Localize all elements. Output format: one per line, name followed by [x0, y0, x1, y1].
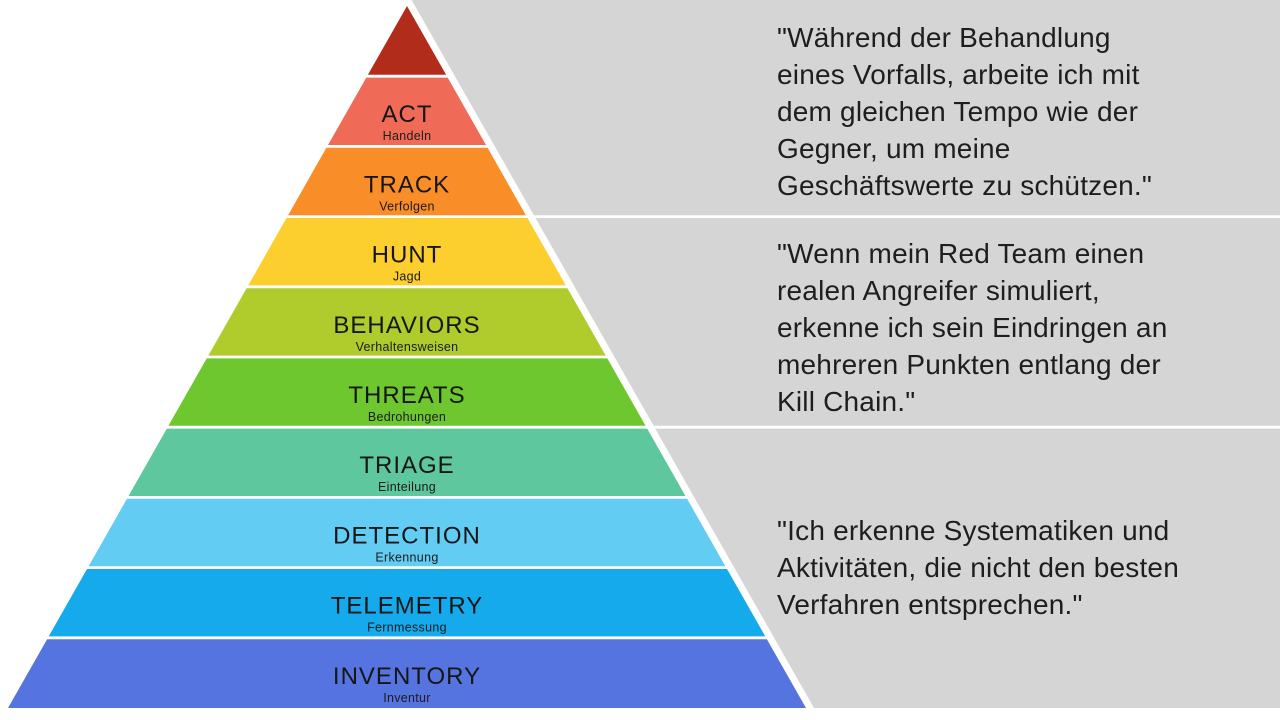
pyramid-label-triage: TRIAGE	[359, 452, 454, 479]
pyramid-label-threats: THREATS	[348, 382, 465, 409]
pyramid-sublabel-triage: Einteilung	[378, 480, 436, 494]
pyramid-sublabel-track: Verfolgen	[379, 199, 435, 213]
pyramid-layer-triage	[128, 428, 686, 496]
quote-panel-2	[535, 218, 1280, 426]
pyramid-label-inventory: INVENTORY	[333, 663, 481, 690]
quote-text-3: "Ich erkenne Systematiken und Aktivitäte…	[777, 515, 1179, 620]
pyramid-sublabel-threats: Bedrohungen	[368, 410, 446, 424]
pyramid-sublabel-inventory: Inventur	[383, 691, 431, 705]
pyramid-layer-telemetry	[48, 569, 766, 637]
pyramid-label-behaviors: BEHAVIORS	[333, 312, 480, 339]
pyramid-sublabel-telemetry: Fernmessung	[367, 621, 447, 635]
pyramid-layer-apex	[367, 6, 447, 75]
pyramid-label-track: TRACK	[364, 171, 450, 198]
quote-panel-3	[655, 428, 1280, 708]
pyramid-label-detection: DETECTION	[333, 522, 481, 549]
pyramid-layer-detection	[88, 498, 726, 567]
pyramid-layer-track	[288, 147, 526, 216]
pyramid-sublabel-act: Handeln	[383, 129, 432, 143]
quote-text-1: "Während der Behandlung eines Vorfalls, …	[777, 22, 1153, 201]
quote-text-2: "Wenn mein Red Team einen realen Angreif…	[777, 238, 1168, 417]
pyramid-layer-hunt	[248, 218, 566, 286]
pyramid-label-telemetry: TELEMETRY	[331, 593, 484, 620]
pyramid-layer-threats	[168, 358, 646, 426]
pyramid-layer-act	[327, 77, 487, 145]
quote-panel-1	[411, 0, 1280, 216]
pyramid-label-hunt: HUNT	[372, 242, 443, 269]
pyramid-label-act: ACT	[382, 101, 433, 128]
pyramid-sublabel-hunt: Jagd	[393, 270, 421, 284]
pyramid-layer-behaviors	[208, 288, 606, 356]
pyramid-sublabel-detection: Erkennung	[375, 550, 438, 564]
pyramid-layer-inventory	[8, 639, 806, 708]
pyramid-sublabel-behaviors: Verhaltensweisen	[356, 340, 459, 354]
